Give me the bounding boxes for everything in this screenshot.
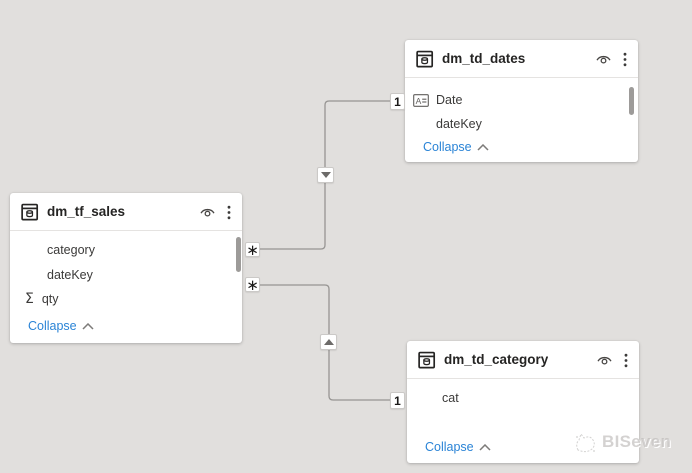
table-card-dm-td-category[interactable]: dm_td_category cat Collapse [407, 341, 639, 463]
chevron-up-icon [82, 322, 94, 330]
table-card-dm-tf-sales[interactable]: dm_tf_sales category dateKey Σ [10, 193, 242, 343]
table-card-dm-td-dates[interactable]: dm_td_dates A [405, 40, 638, 162]
field-row-category[interactable]: category [10, 238, 232, 262]
eye-icon[interactable] [596, 352, 613, 368]
table-card-header[interactable]: dm_td_category [407, 341, 639, 379]
cardinality-many-badge[interactable]: ∗ [245, 275, 260, 294]
scrollbar[interactable] [629, 87, 634, 115]
field-row-date[interactable]: A Date [405, 88, 628, 112]
eye-icon[interactable] [199, 204, 216, 220]
cardinality-one-badge[interactable]: 1 [390, 392, 405, 409]
field-row-cat[interactable]: cat [407, 386, 629, 410]
table-icon [418, 351, 436, 369]
eye-icon[interactable] [595, 51, 612, 67]
collapse-link[interactable]: Collapse [28, 316, 94, 336]
table-title: dm_tf_sales [47, 204, 126, 219]
table-title: dm_td_dates [442, 51, 526, 66]
filter-direction-down-icon[interactable] [317, 167, 334, 183]
date-field-icon: A [413, 93, 429, 107]
cardinality-one-badge[interactable]: 1 [390, 93, 405, 110]
table-card-header[interactable]: dm_td_dates [405, 40, 638, 78]
field-name: Date [436, 93, 463, 107]
collapse-link[interactable]: Collapse [423, 137, 489, 157]
collapse-label: Collapse [423, 140, 472, 154]
table-icon [416, 50, 434, 68]
triangle-up [323, 339, 334, 345]
field-row-datekey[interactable]: dateKey [405, 112, 628, 136]
collapse-label: Collapse [28, 319, 77, 333]
more-options-icon[interactable] [225, 205, 233, 220]
table-icon [21, 203, 39, 221]
field-row-qty[interactable]: Σ qty [10, 287, 232, 311]
filter-direction-up-icon[interactable] [320, 334, 337, 350]
more-options-icon[interactable] [622, 353, 630, 368]
field-row-datekey[interactable]: dateKey [10, 263, 232, 287]
svg-text:A: A [416, 95, 422, 105]
table-title: dm_td_category [444, 352, 549, 367]
table-card-header[interactable]: dm_tf_sales [10, 193, 242, 231]
field-name: dateKey [436, 117, 482, 131]
field-name: category [47, 243, 95, 257]
collapse-label: Collapse [425, 440, 474, 454]
triangle-down [320, 172, 331, 178]
scrollbar[interactable] [236, 237, 241, 272]
collapse-link[interactable]: Collapse [425, 437, 491, 457]
chevron-up-icon [477, 143, 489, 151]
more-options-icon[interactable] [621, 52, 629, 67]
field-name: dateKey [47, 268, 93, 282]
field-name: qty [41, 292, 59, 306]
cardinality-many-badge[interactable]: ∗ [245, 240, 260, 259]
field-name: cat [442, 391, 459, 405]
sigma-icon: Σ [25, 291, 34, 307]
chevron-up-icon [479, 443, 491, 451]
